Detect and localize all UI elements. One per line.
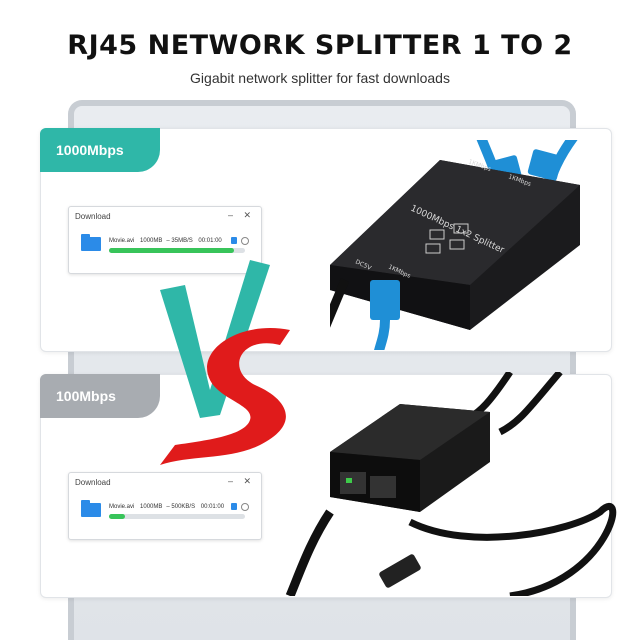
progress-fill xyxy=(109,514,126,519)
pause-icon[interactable] xyxy=(231,503,237,510)
fast-ethernet-splitter-device xyxy=(285,372,617,596)
download-title: Download xyxy=(75,212,111,221)
file-name: Movie.avi xyxy=(109,238,135,244)
folder-icon xyxy=(81,500,101,517)
cancel-icon[interactable] xyxy=(241,503,249,511)
window-controls[interactable]: – ✕ xyxy=(227,210,255,220)
vs-text: VS xyxy=(130,240,132,241)
download-time: 00:01:00 xyxy=(198,238,222,244)
topology-icon xyxy=(425,223,469,254)
download-file-info: Movie.avi 1000MB– 35MB/S 00:01:00 xyxy=(109,238,222,244)
progress-fill xyxy=(109,248,235,253)
file-size: 1000MB xyxy=(140,504,163,510)
download-window-fast: Download – ✕ Movie.avi 1000MB– 35MB/S 00… xyxy=(68,206,262,274)
download-speed: 35MB/S xyxy=(171,238,193,244)
window-controls[interactable]: – ✕ xyxy=(227,476,255,486)
fast-speed-tag: 1000Mbps xyxy=(40,128,160,172)
gigabit-splitter-device: 1000Mbps 1x2 Splitter 1KMbps 1KMbps DC5V… xyxy=(330,140,580,350)
page-subtitle: Gigabit network splitter for fast downlo… xyxy=(190,70,450,86)
progress-bar xyxy=(109,514,245,519)
download-window-slow: Download – ✕ Movie.avi 1000MB– 500KB/S 0… xyxy=(68,472,262,540)
vs-graphic: VS xyxy=(130,240,290,465)
download-file-info: Movie.avi 1000MB– 500KB/S 00:01:00 xyxy=(109,504,225,510)
download-time: 00:01:00 xyxy=(200,504,225,510)
slow-speed-tag: 100Mbps xyxy=(40,374,160,418)
file-name: Movie.avi xyxy=(109,504,135,510)
file-size: 1000MB xyxy=(140,238,163,244)
progress-bar xyxy=(109,248,245,253)
pause-icon[interactable] xyxy=(231,237,237,244)
cancel-icon[interactable] xyxy=(241,237,249,245)
download-title: Download xyxy=(75,478,111,487)
page-title: RJ45 NETWORK SPLITTER 1 TO 2 xyxy=(67,30,573,61)
folder-icon xyxy=(81,234,101,251)
download-speed: 500KB/S xyxy=(171,504,196,510)
